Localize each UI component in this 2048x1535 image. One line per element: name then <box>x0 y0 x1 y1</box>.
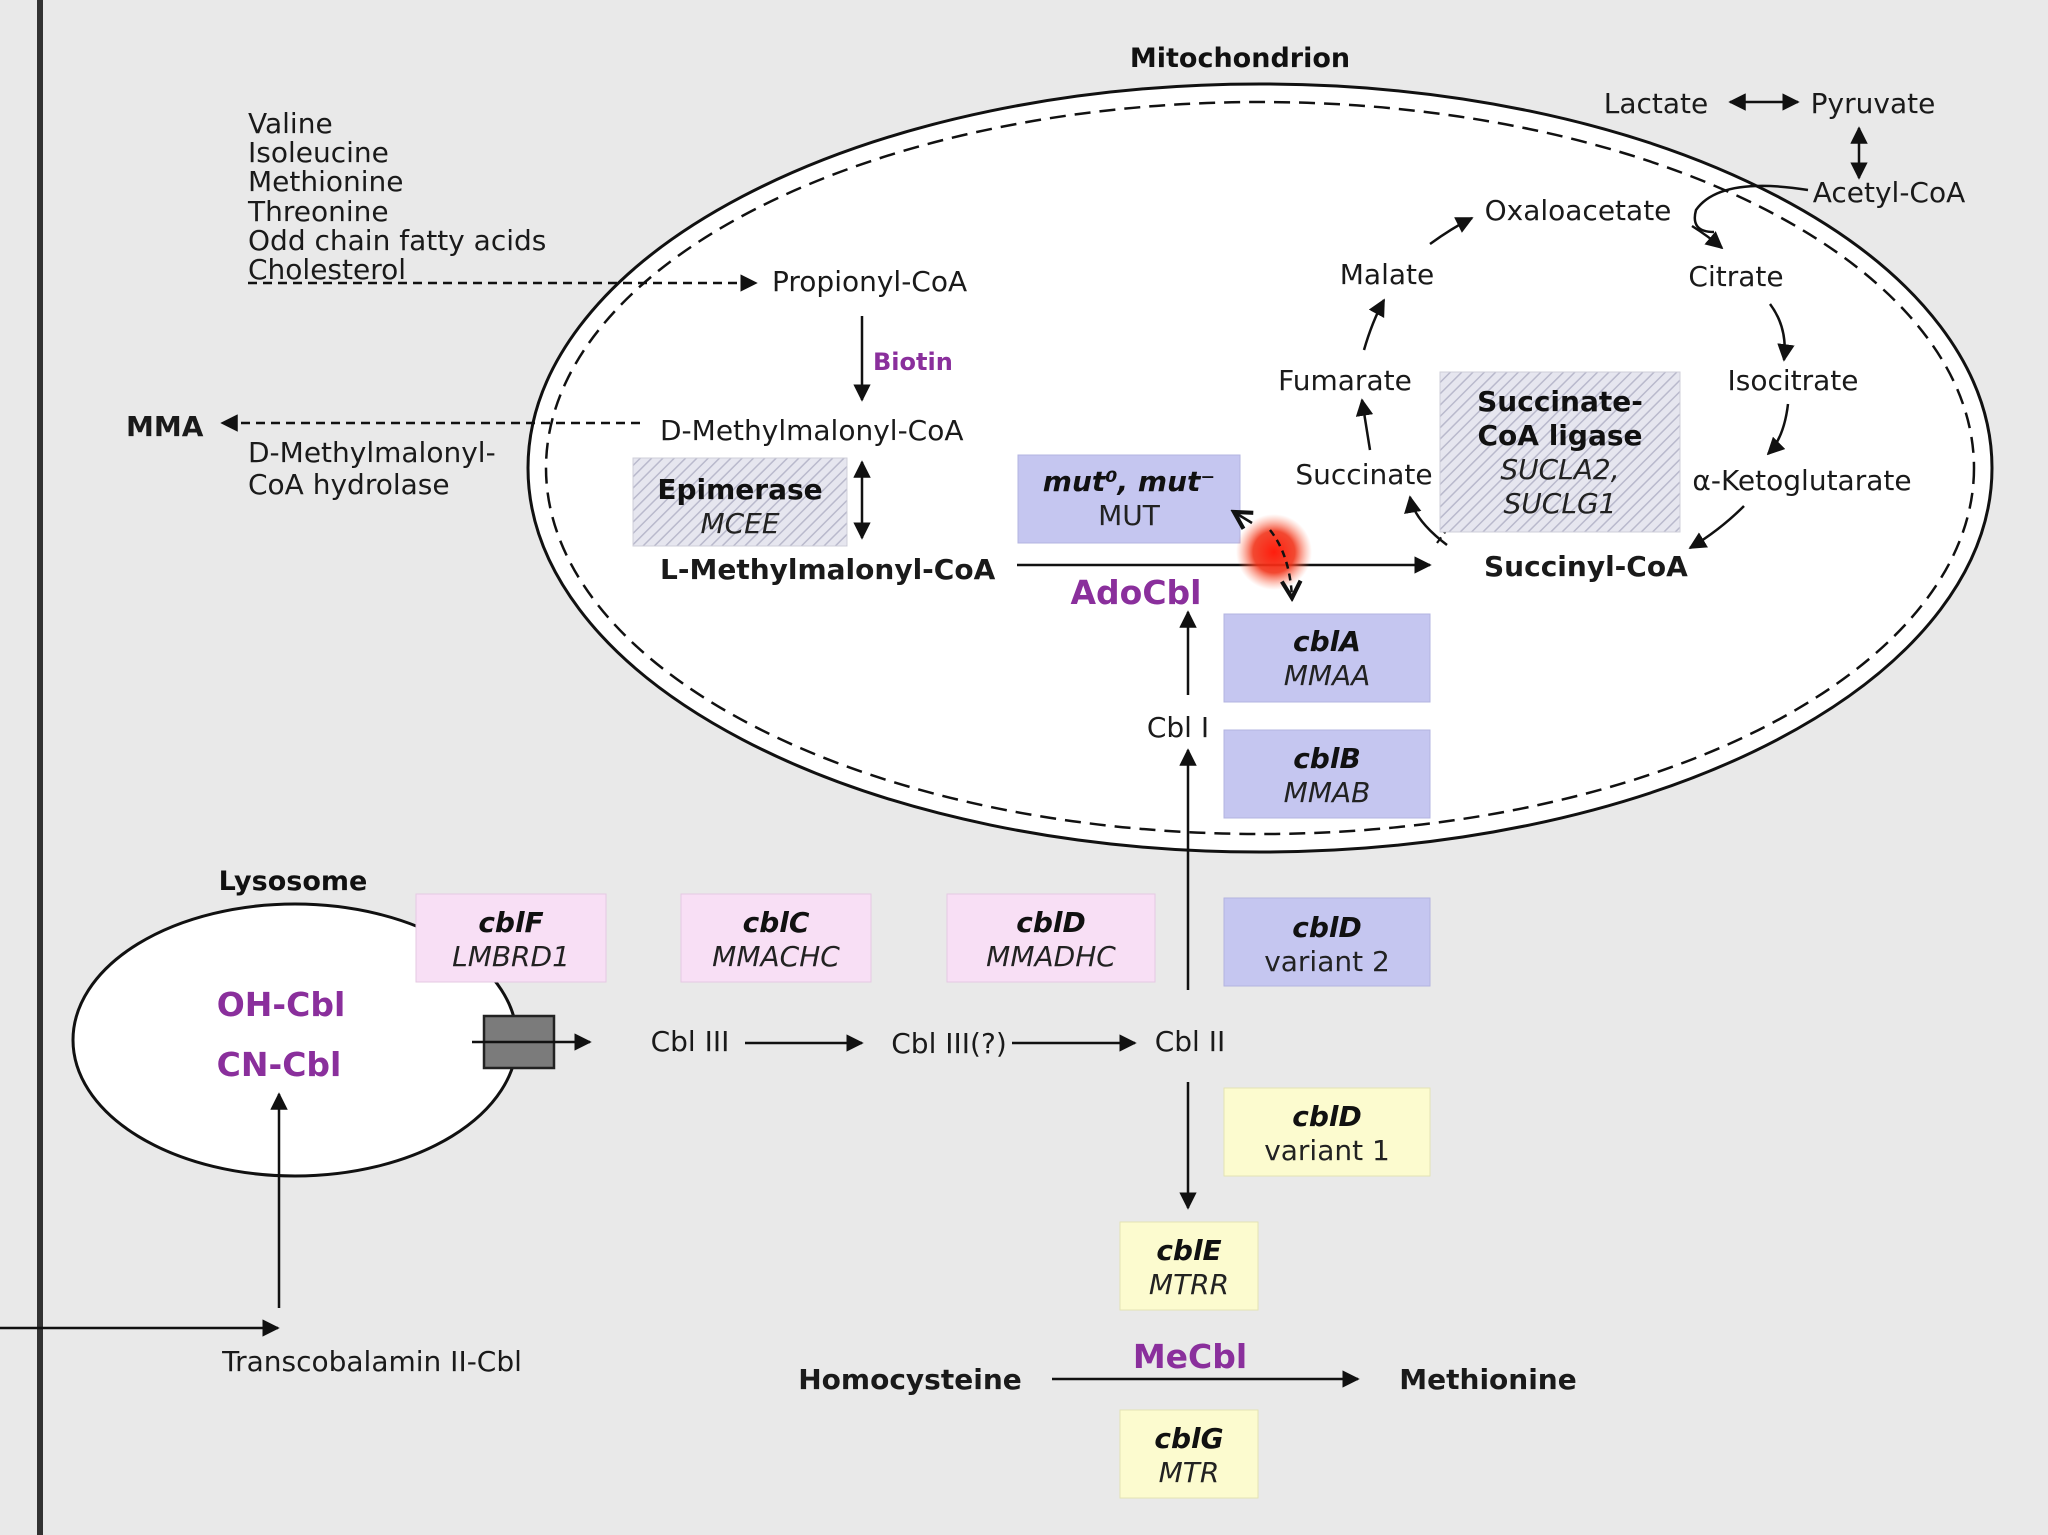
cbla-to-mut-dashed-arrow <box>1269 529 1292 598</box>
succinyl-to-succinate-arrow <box>1404 495 1448 546</box>
succinate-label: Succinate <box>1295 458 1432 491</box>
mitochondrion-outer-membrane <box>526 82 1994 854</box>
cble-box <box>1119 1221 1259 1311</box>
cbl-iii-q-label: Cbl III(?) <box>891 1027 1007 1060</box>
l-methylmalonyl-coa-label: L-Methylmalonyl-CoA <box>660 553 996 586</box>
succinate-coa-ligase-name-line1: Succinate- <box>1477 385 1643 418</box>
cblb-gene: MMAB <box>1284 776 1371 809</box>
mut-activation-arrow <box>1234 512 1252 523</box>
precursor-cholesterol: Cholesterol <box>248 253 406 286</box>
cbla-box <box>1223 613 1431 703</box>
cbld-box <box>946 893 1156 983</box>
cbld-variant2-name: cblD <box>1292 911 1361 944</box>
cblf-name: cblF <box>478 906 543 939</box>
cblg-box <box>1119 1409 1259 1499</box>
cbl-iii-label: Cbl III <box>651 1025 730 1058</box>
cbld-variant1-gene: variant 1 <box>1264 1134 1390 1167</box>
hydrolase-label-line1: D-Methylmalonyl- <box>248 436 496 469</box>
cblb-box <box>1223 729 1431 819</box>
cblf-gene: LMBRD1 <box>452 940 570 973</box>
oxaloacetate-to-citrate-arrow <box>1691 224 1724 250</box>
mitochondrion-label: Mitochondrion <box>1130 43 1350 74</box>
succinyl-coa-label: Succinyl-CoA <box>1484 550 1688 583</box>
transcobalamin-label: Transcobalamin II-Cbl <box>221 1345 522 1378</box>
mut-name: mut⁰, mut⁻ <box>1043 465 1215 498</box>
cbld-variant1-box <box>1223 1087 1431 1177</box>
highlight-marker <box>1236 514 1312 590</box>
succinate-coa-ligase-box <box>1439 371 1681 533</box>
malate-to-oxaloacetate-arrow <box>1429 216 1474 246</box>
epimerase-name: Epimerase <box>657 473 822 506</box>
alpha-ketoglutarate-label: α-Ketoglutarate <box>1692 464 1911 497</box>
fumarate-to-malate-arrow <box>1362 298 1386 351</box>
cbla-gene: MMAA <box>1284 659 1371 692</box>
epimerase-box <box>632 457 848 547</box>
d-methylmalonyl-coa-label: D-Methylmalonyl-CoA <box>660 414 964 447</box>
adocbl-label: AdoCbl <box>1071 573 1202 612</box>
succinate-to-fumarate-arrow <box>1355 398 1374 451</box>
lysosome-label: Lysosome <box>219 866 368 897</box>
cbld-variant2-gene: variant 2 <box>1264 945 1390 978</box>
precursor-methionine: Methionine <box>248 165 404 198</box>
methionine-label: Methionine <box>1399 1363 1576 1396</box>
cblf-box <box>415 893 607 983</box>
propionyl-coa-label: Propionyl-CoA <box>772 265 967 298</box>
cble-gene: MTRR <box>1149 1268 1229 1301</box>
succinate-coa-ligase-name-line2: CoA ligase <box>1478 419 1643 452</box>
precursor-odd-chain-fatty-acids: Odd chain fatty acids <box>248 224 546 257</box>
cbl-ii-label: Cbl II <box>1155 1025 1226 1058</box>
cbld-name: cblD <box>1016 906 1085 939</box>
citrate-label: Citrate <box>1688 260 1783 293</box>
succinate-coa-ligase-gene-line2: SUCLG1 <box>1504 487 1617 520</box>
cblb-name: cblB <box>1293 742 1361 775</box>
cblc-box <box>680 893 872 983</box>
precursor-valine: Valine <box>248 107 333 140</box>
cble-name: cblE <box>1156 1234 1221 1267</box>
mma-label: MMA <box>126 410 204 443</box>
cbl-i-label: Cbl I <box>1147 711 1209 744</box>
mitochondrion-inner-membrane <box>544 100 1976 836</box>
cblg-gene: MTR <box>1159 1456 1220 1489</box>
pyruvate-label: Pyruvate <box>1811 87 1936 120</box>
cbla-name: cblA <box>1293 625 1361 658</box>
cbld-gene: MMADHC <box>986 940 1116 973</box>
cblg-name: cblG <box>1154 1422 1223 1455</box>
biotin-label: Biotin <box>873 348 953 376</box>
malate-label: Malate <box>1340 258 1434 291</box>
cblc-gene: MMACHC <box>712 940 840 973</box>
isocitrate-to-akg-arrow <box>1766 403 1790 456</box>
fumarate-label: Fumarate <box>1278 364 1412 397</box>
mut-box <box>1017 454 1241 544</box>
precursor-isoleucine: Isoleucine <box>248 136 389 169</box>
acetyl-coa-label: Acetyl-CoA <box>1813 176 1966 209</box>
cbld-variant2-box <box>1223 897 1431 987</box>
akg-to-succinyl-arrow <box>1688 505 1745 550</box>
precursor-threonine: Threonine <box>247 195 389 228</box>
cn-cbl-label: CN-Cbl <box>217 1045 342 1084</box>
lactate-label: Lactate <box>1604 87 1709 120</box>
mut-gene: MUT <box>1098 499 1161 532</box>
hydrolase-label-line2: CoA hydrolase <box>248 468 450 501</box>
succinate-coa-ligase-gene-line1: SUCLA2, <box>1500 453 1619 486</box>
oxaloacetate-label: Oxaloacetate <box>1485 194 1672 227</box>
isocitrate-label: Isocitrate <box>1727 364 1858 397</box>
homocysteine-label: Homocysteine <box>798 1363 1022 1396</box>
epimerase-gene: MCEE <box>700 507 779 540</box>
citrate-to-isocitrate-arrow <box>1768 303 1795 362</box>
cbld-variant1-name: cblD <box>1292 1100 1361 1133</box>
mecbl-label: MeCbl <box>1133 1337 1247 1376</box>
cblc-name: cblC <box>743 906 810 939</box>
acetyl-entry-curve <box>1693 184 1809 234</box>
oh-cbl-label: OH-Cbl <box>217 985 346 1024</box>
